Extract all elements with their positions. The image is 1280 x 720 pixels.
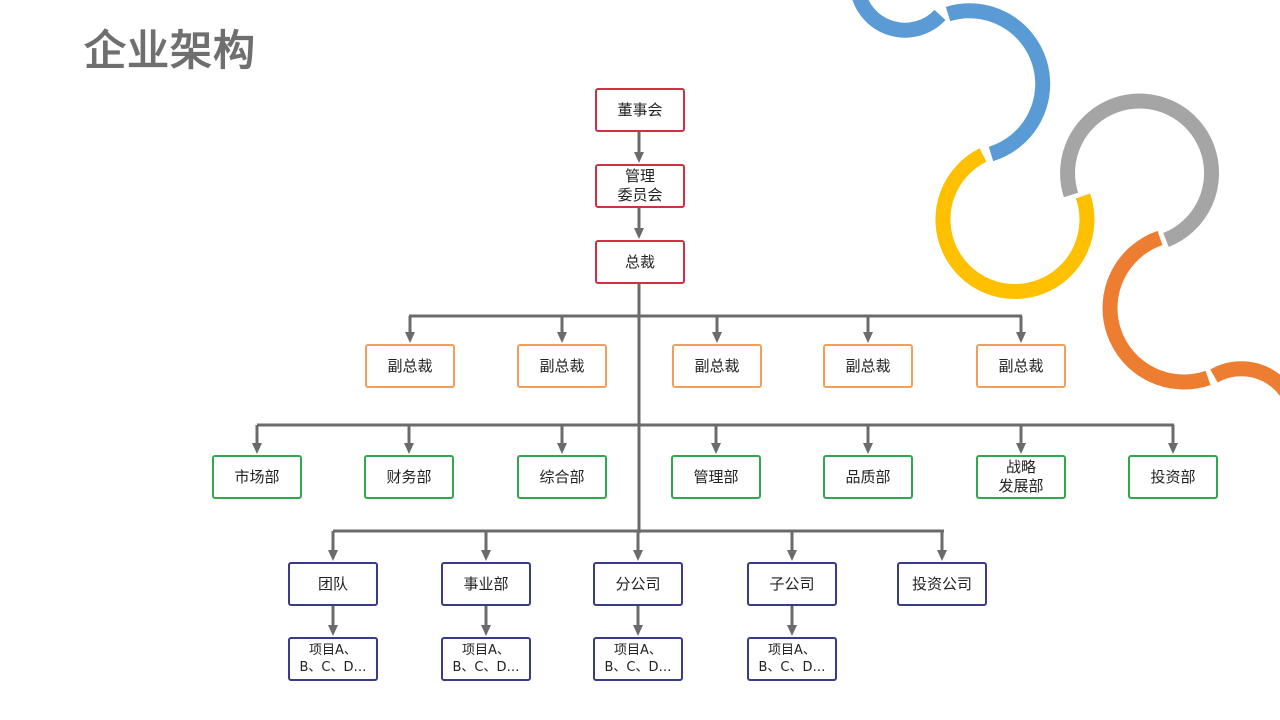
arrow-head (863, 443, 873, 454)
arrow-head (1016, 332, 1026, 343)
arrow-head (633, 625, 643, 636)
arrow-head (252, 443, 262, 454)
node-department-quality[interactable]: 品质部 (823, 455, 913, 499)
ribbon-blue (945, 3, 1051, 162)
arrow-head (481, 550, 491, 561)
arrow-head (1016, 443, 1026, 454)
ribbon-yellow (935, 148, 1095, 299)
arrow-head (634, 228, 644, 239)
arrow-head (787, 625, 797, 636)
node-president[interactable]: 总裁 (595, 240, 685, 284)
node-unit-subsidiary[interactable]: 子公司 (747, 562, 837, 606)
node-vice-president[interactable]: 副总裁 (517, 344, 607, 388)
node-department-investment[interactable]: 投资部 (1128, 455, 1218, 499)
node-department-general[interactable]: 综合部 (517, 455, 607, 499)
node-unit-team[interactable]: 团队 (288, 562, 378, 606)
ribbon-orange (1102, 230, 1211, 390)
arrow-head (404, 443, 414, 454)
arrow-head (633, 550, 643, 561)
ribbon-gray (1060, 93, 1220, 247)
node-vice-president[interactable]: 副总裁 (365, 344, 455, 388)
node-project[interactable]: 项目A、 B、C、D… (441, 637, 531, 681)
arrow-head (863, 332, 873, 343)
arrow-head (1168, 443, 1178, 454)
node-project[interactable]: 项目A、 B、C、D… (747, 637, 837, 681)
arrow-head (557, 332, 567, 343)
node-unit-division[interactable]: 事业部 (441, 562, 531, 606)
arrow-head (712, 332, 722, 343)
node-project[interactable]: 项目A、 B、C、D… (288, 637, 378, 681)
arrow-head (937, 550, 947, 561)
node-department-finance[interactable]: 财务部 (364, 455, 454, 499)
node-unit-investment-company[interactable]: 投资公司 (897, 562, 987, 606)
node-board[interactable]: 董事会 (595, 88, 685, 132)
arrow-head (787, 550, 797, 561)
node-unit-branch[interactable]: 分公司 (593, 562, 683, 606)
arrow-head (405, 332, 415, 343)
ribbon-orange-tail (1210, 361, 1280, 397)
node-management-committee[interactable]: 管理 委员会 (595, 164, 685, 208)
node-department-management[interactable]: 管理部 (671, 455, 761, 499)
node-vice-president[interactable]: 副总裁 (672, 344, 762, 388)
arrow-head (711, 443, 721, 454)
arrow-head (328, 550, 338, 561)
arrow-head (634, 152, 644, 163)
arrow-head (557, 443, 567, 454)
node-department-marketing[interactable]: 市场部 (212, 455, 302, 499)
node-vice-president[interactable]: 副总裁 (976, 344, 1066, 388)
ribbon-blue-top (852, 0, 946, 38)
node-project[interactable]: 项目A、 B、C、D… (593, 637, 683, 681)
node-department-strategy[interactable]: 战略 发展部 (976, 455, 1066, 499)
page-title: 企业架构 (84, 26, 257, 75)
node-vice-president[interactable]: 副总裁 (823, 344, 913, 388)
arrow-head (481, 625, 491, 636)
arrow-head (328, 625, 338, 636)
